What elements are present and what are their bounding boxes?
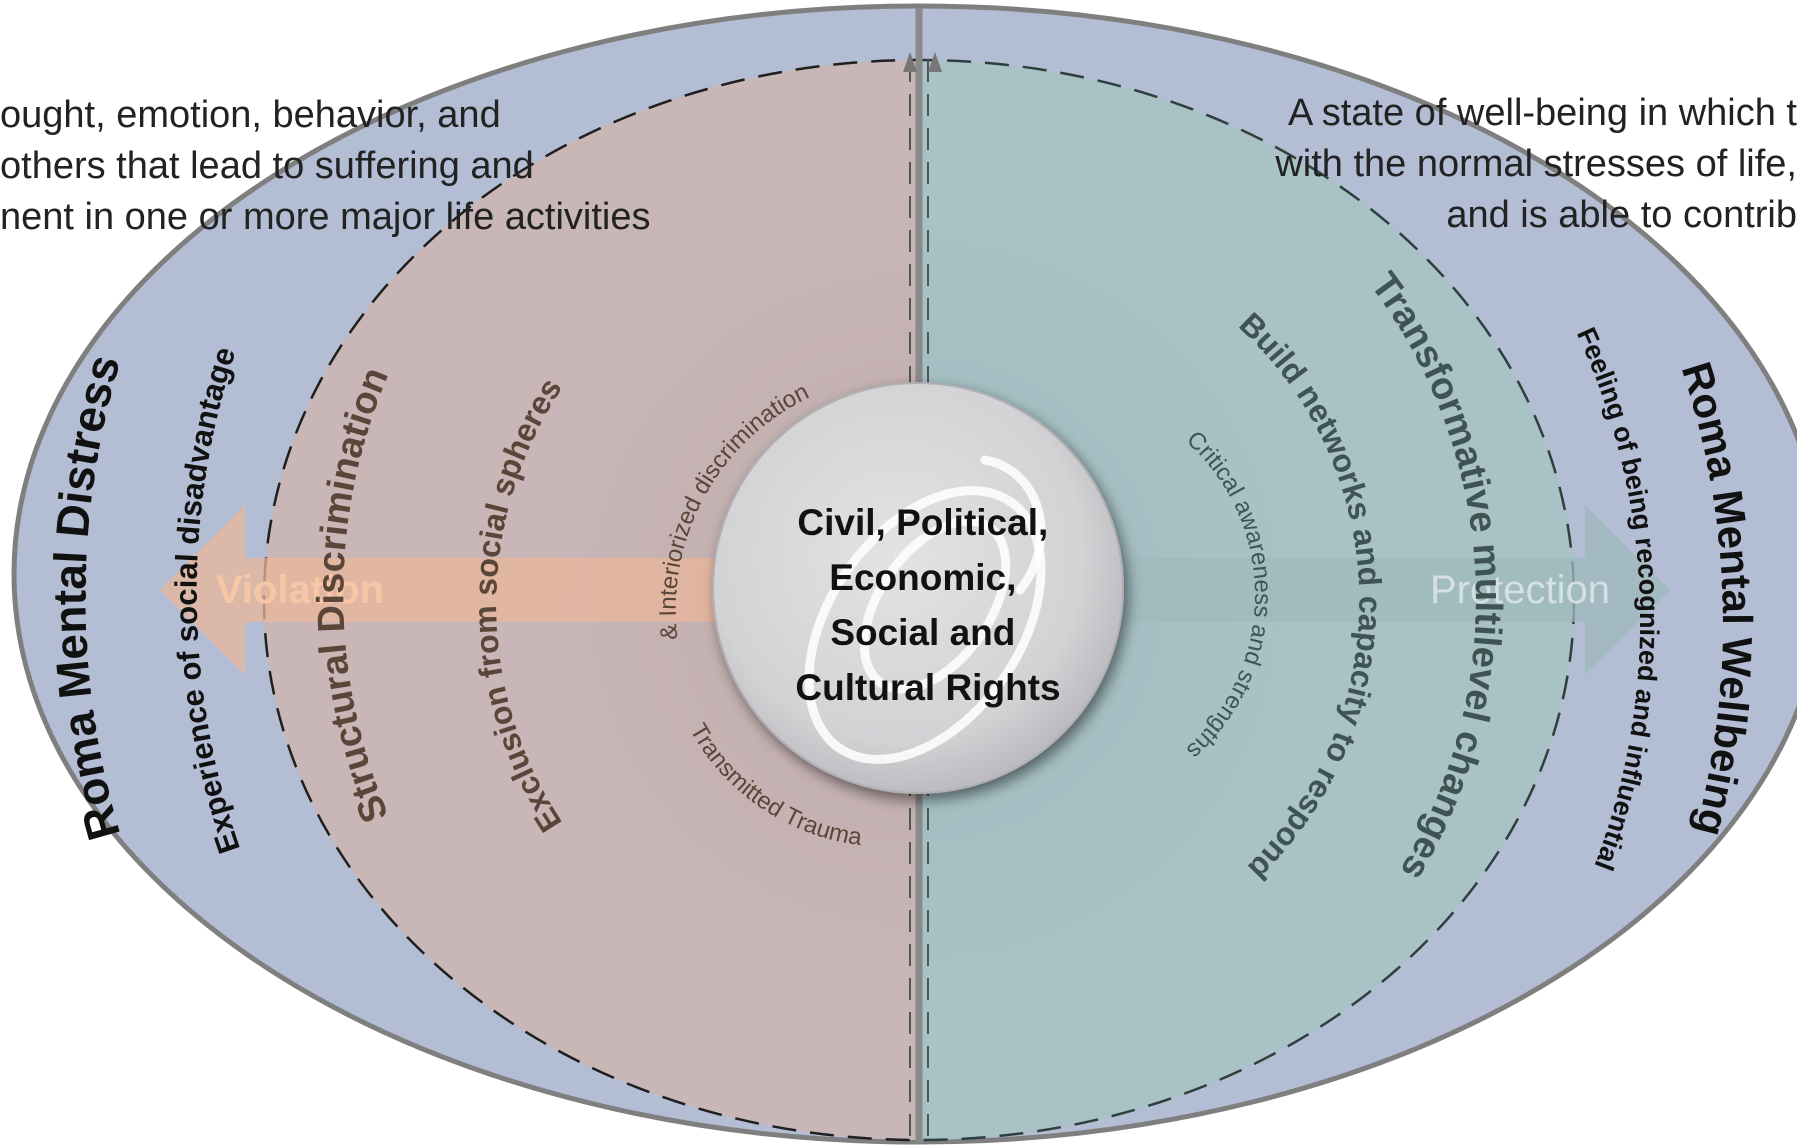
center-line-4: Cultural Rights bbox=[795, 667, 1060, 708]
violation-label: Violation bbox=[216, 568, 384, 612]
left-definition: ought, emotion, behavior, and others tha… bbox=[0, 90, 651, 243]
svg-text:Civil, Political, Economic: Civil, Political, Economic, Social and C… bbox=[795, 502, 1060, 708]
left-definition-line: nent in one or more major life activitie… bbox=[0, 196, 651, 238]
protection-label: Protection bbox=[1430, 568, 1610, 612]
left-definition-line: ought, emotion, behavior, and bbox=[0, 94, 501, 136]
right-definition-line: A state of well-being in which t bbox=[1287, 92, 1797, 134]
center-line-3: Social and bbox=[830, 612, 1015, 653]
left-definition-line: others that lead to suffering and bbox=[0, 145, 534, 187]
center-line-2: Economic, bbox=[829, 557, 1016, 598]
center-emblem bbox=[804, 455, 1046, 764]
protection-arrow bbox=[960, 505, 1670, 675]
center-circle bbox=[712, 382, 1124, 794]
violation-arrow bbox=[160, 505, 880, 675]
right-definition-line: with the normal stresses of life, bbox=[1275, 143, 1797, 185]
center-line-1: Civil, Political, bbox=[797, 502, 1048, 543]
right-definition-line: and is able to contrib bbox=[1446, 194, 1797, 236]
divider-arrowhead-right bbox=[928, 52, 942, 72]
divider-arrowhead-left bbox=[903, 52, 917, 72]
right-definition: A state of well-being in which t with th… bbox=[1275, 88, 1797, 241]
